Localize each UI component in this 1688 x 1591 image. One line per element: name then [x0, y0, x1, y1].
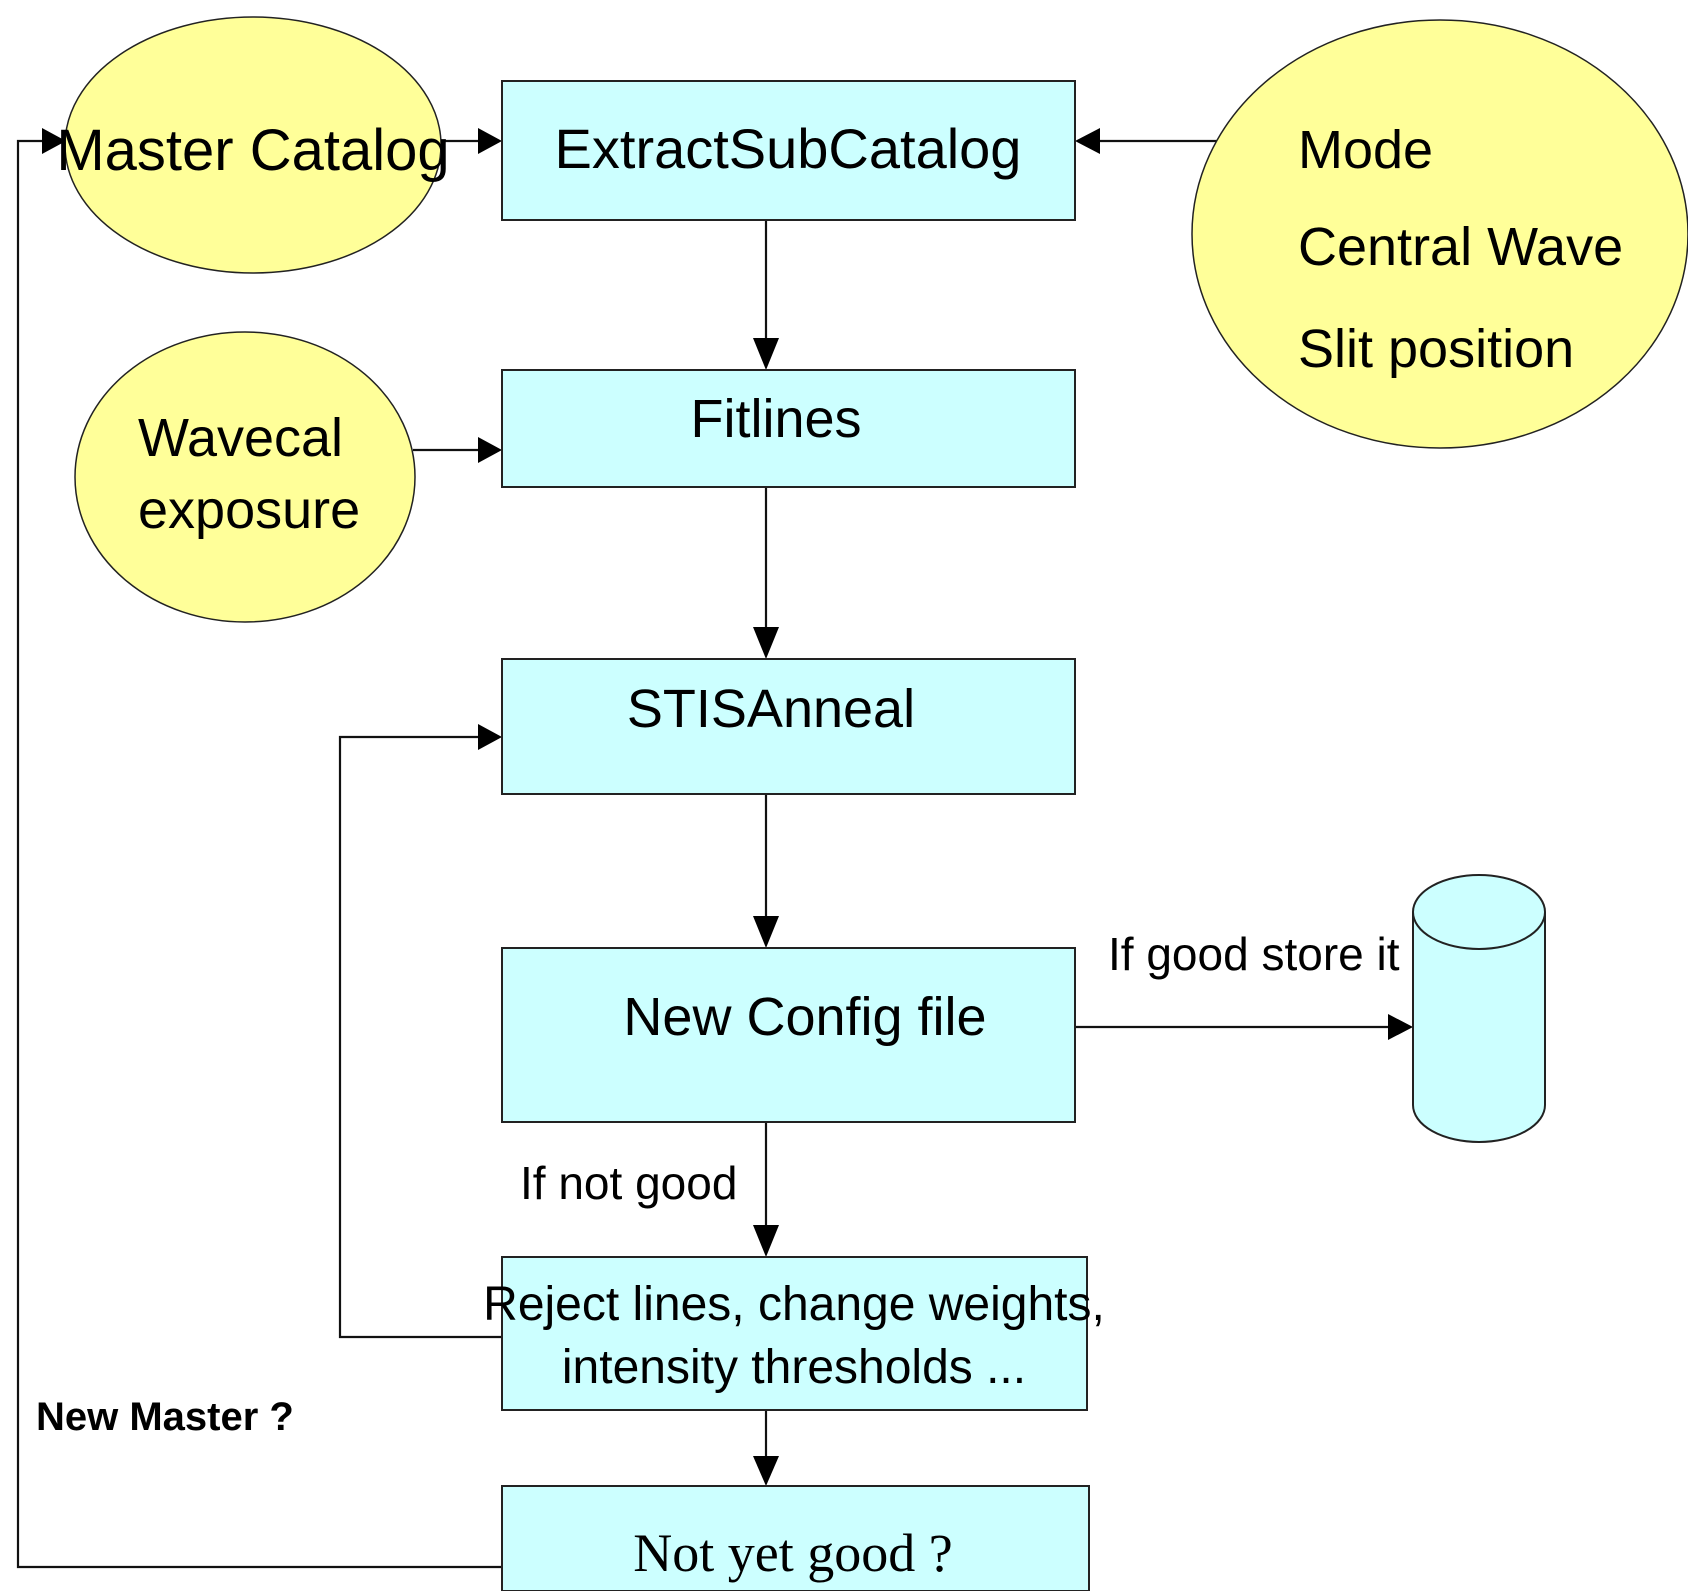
new-config-file-label: New Config file — [623, 987, 986, 1047]
storage-cylinder-top — [1412, 874, 1546, 950]
params-ellipse — [1191, 19, 1688, 449]
arrowhead — [478, 724, 502, 750]
arrowhead — [1388, 1014, 1413, 1040]
params-node: Mode Central Wave Slit position — [1191, 19, 1688, 449]
reject-box — [501, 1256, 1088, 1411]
stis-anneal-node: STISAnneal — [501, 658, 1076, 795]
wavecal-node: Wavecal exposure — [74, 331, 416, 623]
extract-sub-catalog-node: ExtractSubCatalog — [501, 80, 1076, 221]
arrowhead — [753, 338, 779, 370]
reject-line1-label: Reject lines, change weights, — [483, 1278, 1105, 1331]
fitlines-node: Fitlines — [501, 369, 1076, 488]
wavecal-ellipse — [74, 331, 416, 623]
edge-notyet-loop-to-master — [16, 139, 502, 1569]
fitlines-label: Fitlines — [690, 389, 861, 449]
if-good-store-label: If good store it — [1108, 928, 1400, 980]
arrowhead — [753, 916, 779, 948]
params-slit-position-label: Slit position — [1298, 319, 1574, 379]
reject-line2-label: intensity thresholds ... — [562, 1341, 1026, 1394]
extract-sub-catalog-label: ExtractSubCatalog — [555, 117, 1022, 180]
new-master-label: New Master ? — [36, 1395, 294, 1439]
stis-anneal-label: STISAnneal — [627, 679, 915, 739]
wavecal-line1-label: Wavecal — [138, 408, 343, 468]
arrowhead — [478, 128, 502, 154]
params-central-wave-label: Central Wave — [1298, 217, 1623, 277]
arrowhead — [753, 1456, 779, 1486]
storage-database-icon — [1412, 874, 1546, 1143]
if-not-good-label: If not good — [520, 1157, 737, 1209]
reject-node: Reject lines, change weights, intensity … — [483, 1256, 1105, 1411]
not-yet-good-label: Not yet good ? — [633, 1523, 952, 1583]
stis-anneal-box — [501, 658, 1076, 795]
master-catalog-label: Master Catalog — [56, 118, 449, 183]
arrowhead — [478, 437, 502, 463]
edge-reject-loop-to-anneal — [338, 735, 502, 1339]
master-catalog-ellipse — [64, 16, 442, 274]
not-yet-good-node: Not yet good ? — [501, 1485, 1090, 1591]
master-catalog-node: Master Catalog — [56, 16, 450, 274]
arrowhead — [1075, 128, 1100, 154]
arrowhead — [753, 627, 779, 659]
connectors — [16, 128, 1413, 1569]
new-config-file-box — [501, 947, 1076, 1123]
storage-cylinder-body — [1412, 912, 1546, 1143]
new-config-file-node: New Config file — [501, 947, 1076, 1123]
arrowhead — [753, 1225, 779, 1257]
arrowhead — [42, 128, 66, 154]
wavecal-line2-label: exposure — [138, 480, 360, 540]
not-yet-good-box — [501, 1485, 1090, 1591]
params-mode-label: Mode — [1298, 120, 1433, 180]
fitlines-box — [501, 369, 1076, 488]
extract-sub-catalog-box — [501, 80, 1076, 221]
